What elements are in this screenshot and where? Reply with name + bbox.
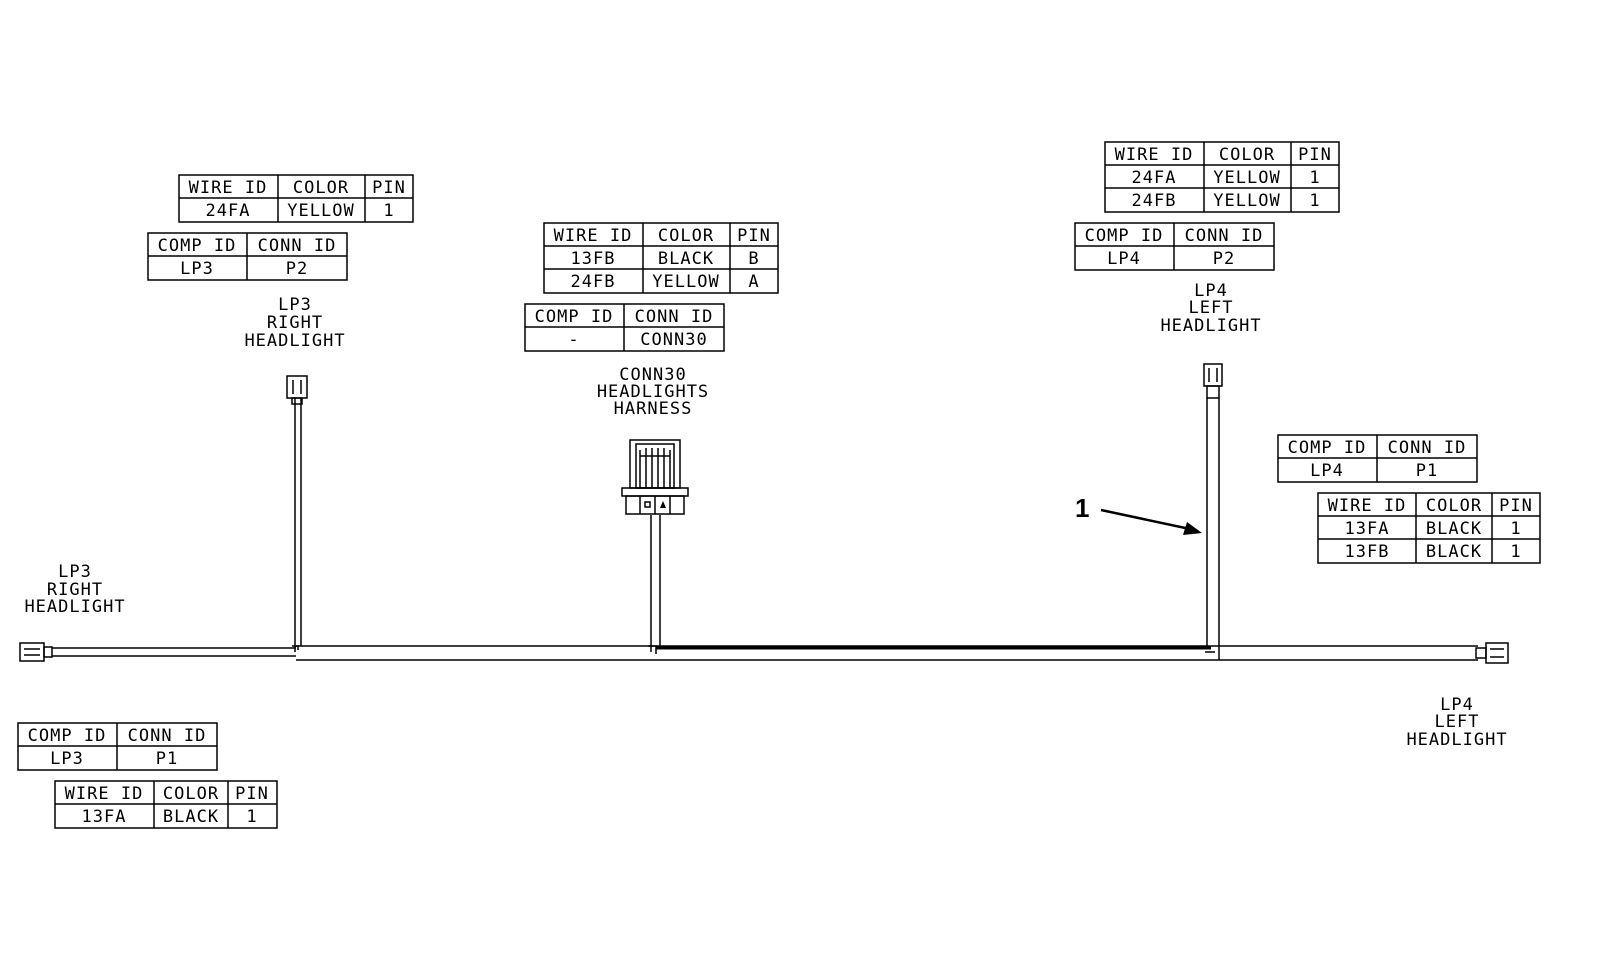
svg-text:COLOR: COLOR xyxy=(1426,496,1482,516)
svg-text:COMP ID: COMP ID xyxy=(158,236,237,256)
svg-text:COMP ID: COMP ID xyxy=(1085,226,1164,246)
callout-1: 1 xyxy=(1075,493,1202,535)
svg-text:COLOR: COLOR xyxy=(293,178,349,198)
svg-text:HEADLIGHT: HEADLIGHT xyxy=(244,331,345,351)
svg-text:CONN ID: CONN ID xyxy=(1185,226,1264,246)
svg-text:HARNESS: HARNESS xyxy=(614,399,693,419)
svg-text:WIRE ID: WIRE ID xyxy=(189,178,268,198)
svg-text:CONN30: CONN30 xyxy=(619,365,686,385)
table-lp3-p1-wires: WIRE ID COLOR PIN 13FA BLACK 1 xyxy=(54,780,278,829)
table-lp3-p1-component: COMP ID CONN ID LP3 P1 xyxy=(17,722,218,771)
harness-wires xyxy=(52,398,1478,661)
svg-text:CONN ID: CONN ID xyxy=(128,726,207,746)
label-lp4-left-headlight-top: LP4 LEFT HEADLIGHT xyxy=(1160,281,1261,336)
label-lp3-right-headlight-top: LP3 RIGHT HEADLIGHT xyxy=(244,295,345,351)
svg-text:CONN30: CONN30 xyxy=(640,330,707,350)
svg-text:WIRE ID: WIRE ID xyxy=(554,226,633,246)
svg-text:HEADLIGHT: HEADLIGHT xyxy=(24,597,125,617)
svg-text:PIN: PIN xyxy=(372,178,406,198)
label-lp4-left-headlight-right: LP4 LEFT HEADLIGHT xyxy=(1406,695,1507,750)
svg-text:24FA: 24FA xyxy=(1132,168,1177,188)
svg-text:COLOR: COLOR xyxy=(658,226,714,246)
svg-text:LP3: LP3 xyxy=(50,749,84,769)
table-lp4-p1-wires: WIRE ID COLOR PIN 13FA BLACK 1 13FB BLAC… xyxy=(1317,492,1541,564)
svg-text:RIGHT: RIGHT xyxy=(47,580,103,600)
table-conn30-component: COMP ID CONN ID - CONN30 xyxy=(524,303,725,352)
svg-text:LP3: LP3 xyxy=(180,259,214,279)
svg-text:1: 1 xyxy=(1510,542,1521,562)
svg-text:HEADLIGHT: HEADLIGHT xyxy=(1406,730,1507,750)
svg-text:LP4: LP4 xyxy=(1107,249,1141,269)
lp4-p2-connector-icon xyxy=(1203,363,1223,399)
svg-text:1: 1 xyxy=(1075,493,1089,523)
svg-text:YELLOW: YELLOW xyxy=(1213,168,1280,188)
svg-text:P1: P1 xyxy=(1416,461,1438,481)
svg-text:COLOR: COLOR xyxy=(163,784,219,804)
svg-text:1: 1 xyxy=(1309,168,1320,188)
svg-text:24FB: 24FB xyxy=(1132,191,1177,211)
svg-text:COMP ID: COMP ID xyxy=(28,726,107,746)
svg-text:1: 1 xyxy=(246,807,257,827)
svg-text:A: A xyxy=(748,272,759,292)
svg-text:WIRE ID: WIRE ID xyxy=(1328,496,1407,516)
svg-text:PIN: PIN xyxy=(737,226,771,246)
svg-text:LEFT: LEFT xyxy=(1189,298,1234,318)
svg-text:HEADLIGHTS: HEADLIGHTS xyxy=(597,382,709,402)
svg-text:13FA: 13FA xyxy=(1345,519,1390,539)
svg-text:24FA: 24FA xyxy=(206,201,251,221)
svg-text:BLACK: BLACK xyxy=(1426,519,1482,539)
svg-text:BLACK: BLACK xyxy=(163,807,219,827)
svg-text:RIGHT: RIGHT xyxy=(267,313,323,333)
svg-text:YELLOW: YELLOW xyxy=(287,201,354,221)
svg-text:PIN: PIN xyxy=(1298,145,1332,165)
svg-text:LP4: LP4 xyxy=(1194,281,1228,301)
svg-text:BLACK: BLACK xyxy=(658,249,714,269)
svg-text:P1: P1 xyxy=(156,749,178,769)
table-conn30-wires: WIRE ID COLOR PIN 13FB BLACK B 24FB YELL… xyxy=(543,222,779,294)
svg-text:YELLOW: YELLOW xyxy=(652,272,719,292)
svg-text:COMP ID: COMP ID xyxy=(535,307,614,327)
conn30-connector-icon xyxy=(621,439,689,515)
svg-text:LEFT: LEFT xyxy=(1435,712,1480,732)
table-lp4-p1-component: COMP ID CONN ID LP4 P1 xyxy=(1277,434,1478,483)
svg-text:HEADLIGHT: HEADLIGHT xyxy=(1160,316,1261,336)
table-lp4-p2-wires: WIRE ID COLOR PIN 24FA YELLOW 1 24FB YEL… xyxy=(1104,141,1340,213)
svg-text:WIRE ID: WIRE ID xyxy=(65,784,144,804)
svg-text:CONN ID: CONN ID xyxy=(635,307,714,327)
svg-text:P2: P2 xyxy=(1213,249,1235,269)
svg-text:1: 1 xyxy=(1309,191,1320,211)
svg-text:PIN: PIN xyxy=(235,784,269,804)
table-lp3-p2-component: COMP ID CONN ID LP3 P2 xyxy=(147,232,348,281)
svg-text:CONN ID: CONN ID xyxy=(1388,438,1467,458)
svg-text:13FB: 13FB xyxy=(571,249,616,269)
lp4-p1-connector-icon xyxy=(1475,642,1509,664)
svg-text:1: 1 xyxy=(383,201,394,221)
svg-text:LP3: LP3 xyxy=(58,562,92,582)
svg-text:P2: P2 xyxy=(286,259,308,279)
svg-text:13FA: 13FA xyxy=(82,807,127,827)
svg-text:CONN ID: CONN ID xyxy=(258,236,337,256)
label-conn30-headlights-harness: CONN30 HEADLIGHTS HARNESS xyxy=(597,365,709,419)
svg-text:LP4: LP4 xyxy=(1440,695,1474,715)
lp3-p2-connector-icon xyxy=(286,375,308,405)
svg-text:LP4: LP4 xyxy=(1310,461,1344,481)
svg-text:BLACK: BLACK xyxy=(1426,542,1482,562)
table-lp3-p2-wires: WIRE ID COLOR PIN 24FA YELLOW 1 xyxy=(178,174,414,223)
svg-text:WIRE ID: WIRE ID xyxy=(1115,145,1194,165)
svg-text:COMP ID: COMP ID xyxy=(1288,438,1367,458)
svg-text:COLOR: COLOR xyxy=(1219,145,1275,165)
svg-text:LP3: LP3 xyxy=(278,295,312,315)
svg-text:-: - xyxy=(568,330,579,350)
lp3-p1-connector-icon xyxy=(19,642,53,662)
svg-text:YELLOW: YELLOW xyxy=(1213,191,1280,211)
table-lp4-p2-component: COMP ID CONN ID LP4 P2 xyxy=(1074,222,1275,271)
svg-text:13FB: 13FB xyxy=(1345,542,1390,562)
svg-text:B: B xyxy=(748,249,759,269)
svg-text:1: 1 xyxy=(1510,519,1521,539)
label-lp3-right-headlight-left: LP3 RIGHT HEADLIGHT xyxy=(24,562,125,617)
svg-text:PIN: PIN xyxy=(1499,496,1533,516)
svg-text:24FB: 24FB xyxy=(571,272,616,292)
